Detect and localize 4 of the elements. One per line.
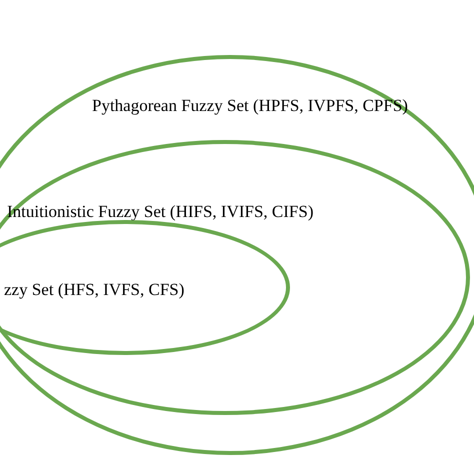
set-label: zzy Set (HFS, IVFS, CFS) <box>4 280 184 300</box>
set-ellipse <box>0 220 290 355</box>
set-ellipse <box>0 140 470 415</box>
set-ellipse <box>0 55 474 455</box>
